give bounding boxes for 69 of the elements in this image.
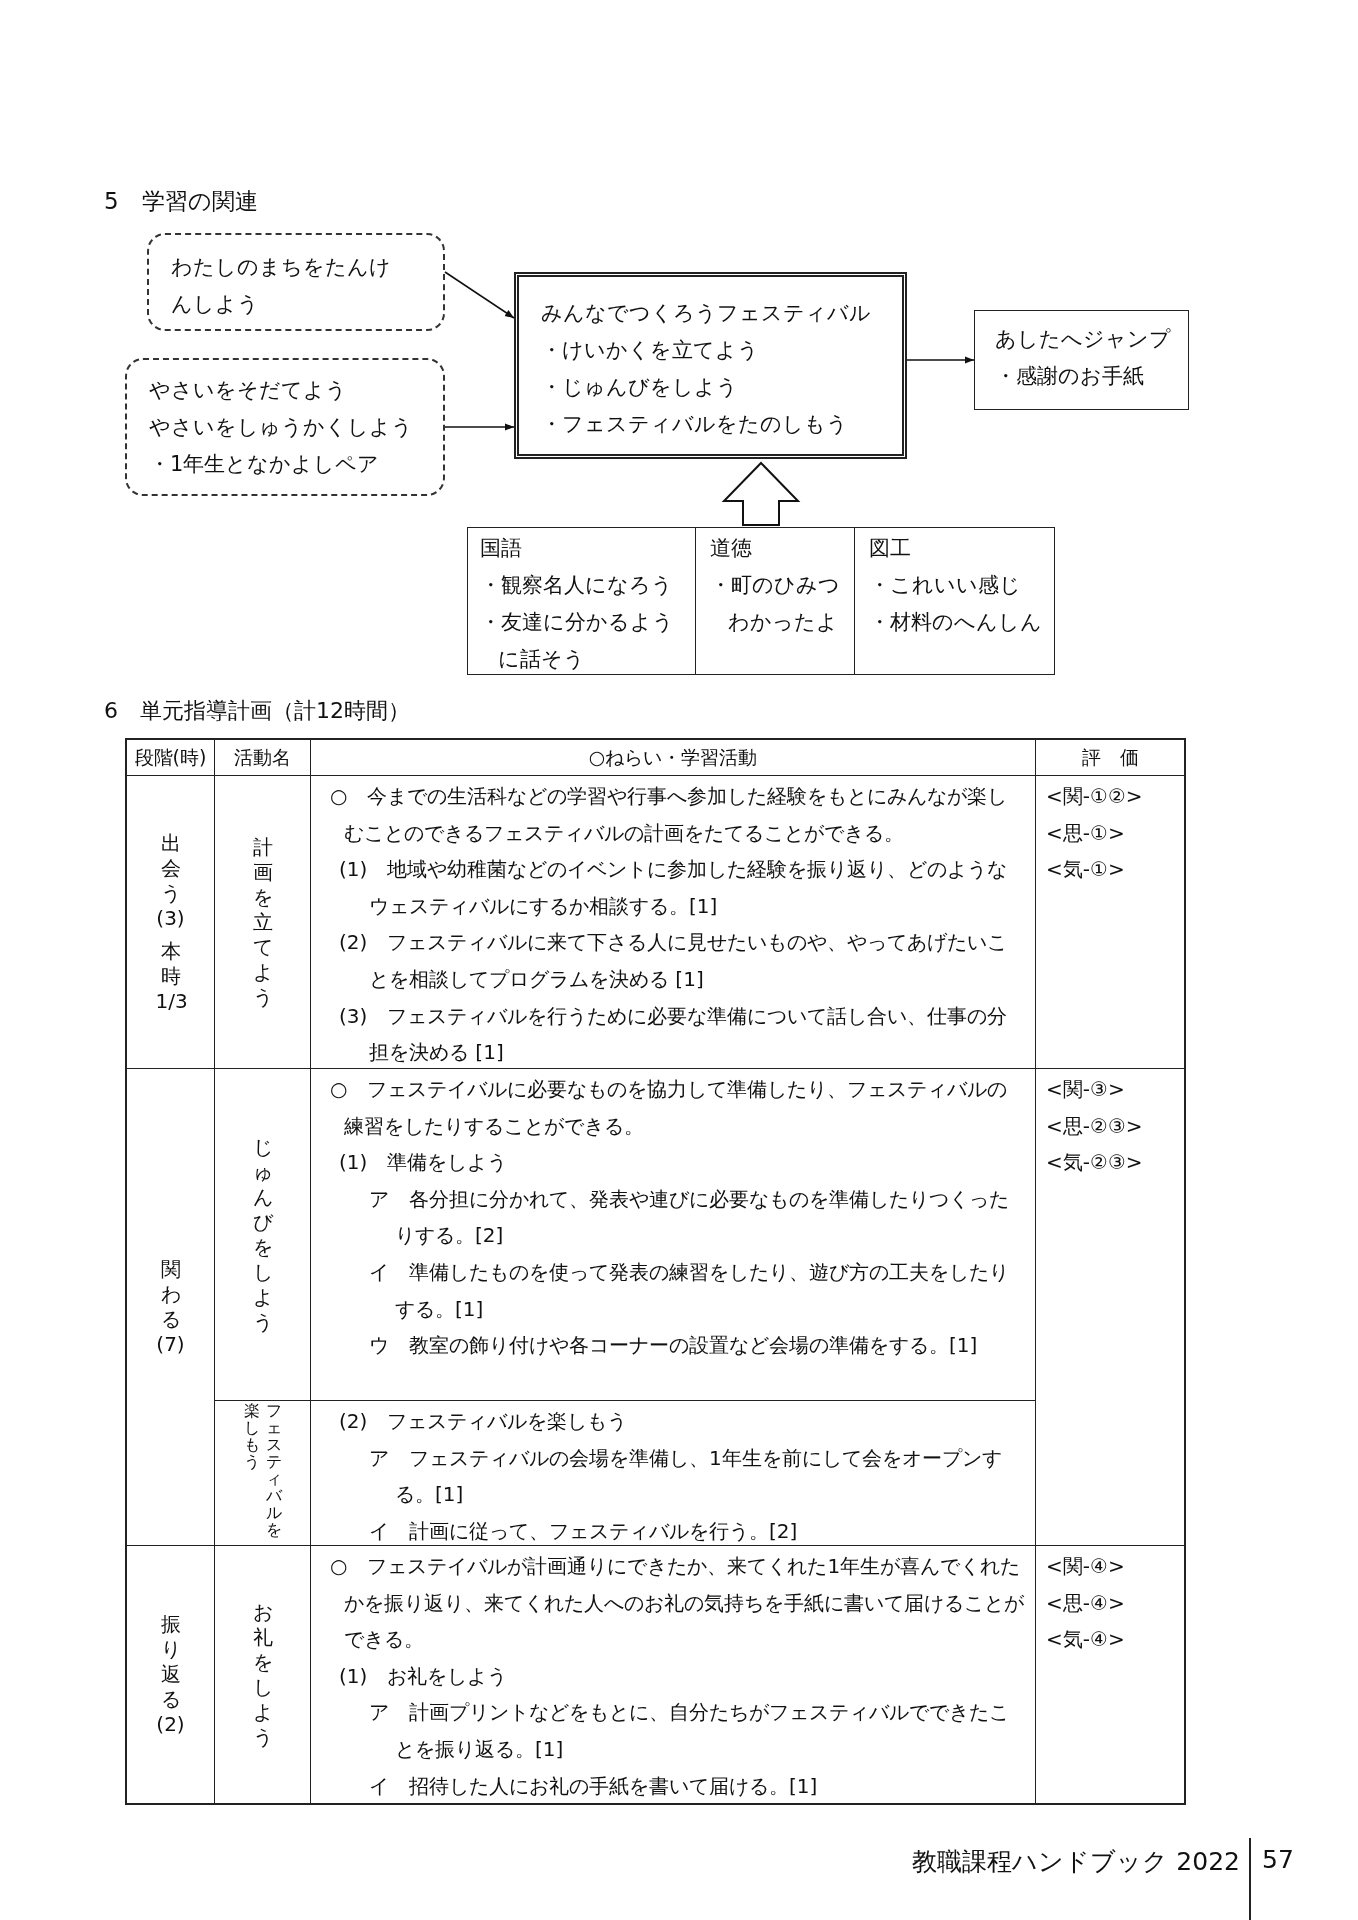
footer-text: 教職課程ハンドブック 2022 [912,1846,1240,1878]
arrow [444,271,515,319]
list-item: ・けいかくを立てよう [541,337,760,364]
stage-label: 振り返る(2) [155,1612,186,1737]
page-number: 57 [1262,1845,1294,1874]
activity-text: ア フェスティバルの会場を準備し、1年生を前にして会をオープンする。[1] [368,1444,1003,1509]
activity-text: (1) お礼をしよう [338,1662,509,1690]
activity-text: (3) フェスティバルを行うために必要な準備について話し合い、仕事の分担を決める [1] [338,1002,1009,1067]
column-header: 段階(時) [134,744,207,770]
box-heading: 道徳 [710,535,753,562]
column-header: 活動名 [234,744,291,770]
topic-box [125,358,445,496]
box-heading: 図工 [869,535,912,562]
activity-name: お礼をしよう [251,1599,274,1750]
activity-text: ア 各分担に分かれて、発表や連びに必要なものを準備したりつくったりする。[2] [368,1185,1010,1250]
evaluation-item: <関-③> [1046,1076,1126,1103]
column-header: ○ねらい・学習活動 [588,744,758,770]
evaluation-item: <思-①> [1046,819,1126,847]
list-item: ・これいい感じ [869,572,1022,599]
activity-text: (1) 地域や幼稚菌などのイベントに参加した経験を振り返り、どのようなウェスティバルにするか相談する。[1] [338,856,1009,920]
subject-panel [467,527,1055,675]
next-unit-box [974,310,1189,410]
activity-name: 楽しもう [242,1402,261,1470]
activity-text: イ 計画に従って、フェスティバルを行う。[2] [368,1517,799,1545]
activity-text: ○ フェステイバルが計画通りにできたか、来てくれた1年生が喜んでくれたかを振り返り、来てくれた人へのお礼の気持ちを手紙に書いて届けることができる。 [329,1553,1025,1654]
list-item: ・町のひみつわかったよ [710,572,841,636]
list-item: ・じゅんびをしよう [541,374,739,401]
box-heading: 国語 [480,535,523,562]
box-heading: みんなでつくろうフェスティバル [541,300,872,327]
activity-text: イ 招待した人にお礼の手紙を書いて届ける。[1] [368,1772,819,1800]
stage-label: 関わる(7) [155,1257,186,1357]
activity-text: ○ フェステイバルに必要なものを協力して準備したり、フェスティバルの練習をしたりすることができる。 [329,1076,1009,1140]
activity-text: ウ 教室の飾り付けや各コーナーの設置など会場の準備をする。[1] [368,1332,979,1360]
column-header: 評 価 [1081,744,1139,770]
stage-label: 本時1/3 [155,938,186,1014]
evaluation-item: <関-①②> [1046,783,1144,810]
activity-text: (1) 準備をしよう [338,1149,509,1177]
evaluation-item: <気-①> [1046,856,1126,884]
list-item: ・友達に分かるように話そう [480,609,675,673]
evaluation-item: <気-④> [1046,1626,1126,1654]
stage-label: 出会う(3) [155,830,186,931]
arrow [906,356,975,364]
box-heading: やさいをそだてよう [149,377,348,404]
box-heading: わたしのまちをたんけんしよう [171,254,392,318]
list-item: ・材料のへんしん [869,609,1043,636]
list-item: ・フェスティバルをたのしもう [541,411,849,438]
activity-text: (2) フェスティバルを楽しもう [338,1408,629,1435]
topic-box [147,233,445,331]
evaluation-item: <関-④> [1046,1553,1126,1580]
activity-text: ○ 今までの生活科などの学習や行事へ参加した経験をもとにみんなが楽しむことのできるフェスティバルの計画をたてることができる。 [329,783,1009,847]
block-arrow [721,461,801,526]
arrow [444,423,515,431]
evaluation-item: <気-②③> [1046,1149,1144,1177]
activity-text: (2) フェスティバルに来て下さる人に見せたいものや、やってあげたいことを相談してプログラムを決める [1] [338,929,1009,993]
activity-name: フェスティバルを [264,1402,283,1538]
activity-text: ア 計画プリントなどをもとに、自分たちがフェスティバルでできたことを振り返る。[1] [368,1699,1010,1763]
list-item: ・観察名人になろう [480,572,674,599]
activity-name: 計画を立てよう [251,834,274,1010]
evaluation-item: <思-④> [1046,1589,1126,1617]
list-item: ・1年生となかよしペア [149,451,381,478]
evaluation-item: <思-②③> [1046,1112,1144,1140]
section-heading: 5 学習の関連 [104,187,258,216]
section-heading: 6 単元指導計画（計12時間） [104,697,410,725]
unit-box [514,272,907,459]
list-item: やさいをしゅうかくしよう [149,414,414,441]
activity-name: じゅんびをしよう [251,1134,274,1335]
activity-text: イ 準備したものを使って発表の練習をしたり、遊び方の工夫をしたりする。[1] [368,1258,1010,1323]
box-heading: あしたへジャンプ [995,326,1172,353]
list-item: ・感謝のお手紙 [995,363,1145,390]
